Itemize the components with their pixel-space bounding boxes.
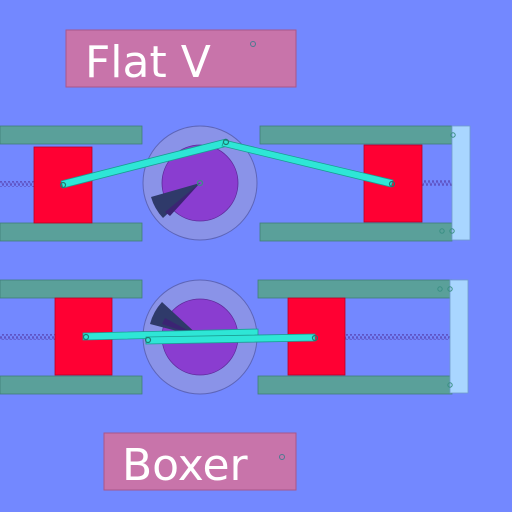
flat-v-end-pin-top	[450, 132, 456, 138]
flat-v-right-piston[interactable]	[363, 144, 423, 223]
boxer-right-upper-wall[interactable]	[257, 279, 453, 299]
flat-v-engine[interactable]	[0, 125, 471, 242]
flat-v-right-wrist-pin	[388, 180, 396, 188]
boxer-left-upper-wall[interactable]	[0, 279, 143, 299]
flat-v-crank-pin	[222, 138, 230, 146]
flat-v-label-block[interactable]: Flat V	[65, 29, 297, 88]
flat-v-label: Flat V	[85, 37, 211, 88]
boxer-right-wrist-pin	[311, 334, 319, 342]
boxer-wall-pin	[437, 286, 443, 292]
flat-v-end-pin-bottom	[449, 228, 455, 234]
boxer-label: Boxer	[122, 440, 249, 491]
boxer-end-plate[interactable]	[449, 279, 469, 394]
flat-v-right-lower-wall[interactable]	[259, 222, 453, 242]
boxer-engine[interactable]	[0, 279, 469, 395]
boxer-right-lower-wall[interactable]	[257, 375, 453, 395]
boxer-counterweight	[150, 302, 200, 337]
flat-v-left-upper-wall[interactable]	[0, 125, 143, 145]
flat-v-right-spring	[421, 180, 461, 186]
boxer-label-block[interactable]: Boxer	[103, 432, 297, 491]
flat-v-left-spring	[0, 181, 36, 187]
flat-v-label-box[interactable]	[65, 29, 297, 88]
flat-v-left-wrist-pin	[59, 181, 67, 189]
boxer-label-box[interactable]	[103, 432, 297, 491]
boxer-left-lower-wall[interactable]	[0, 375, 143, 395]
boxer-left-spring	[0, 334, 56, 340]
boxer-crank-pin	[144, 336, 152, 344]
flat-v-right-rod[interactable]	[221, 139, 394, 188]
boxer-left-wrist-pin	[82, 333, 90, 341]
flat-v-counterweight	[151, 183, 200, 218]
flat-v-wall-pin	[439, 228, 445, 234]
boxer-label-pin	[279, 454, 285, 460]
flat-v-crank-web	[165, 183, 200, 216]
boxer-end-pin-bottom	[447, 382, 453, 388]
boxer-right-spring	[345, 334, 460, 340]
flat-v-right-upper-wall[interactable]	[259, 125, 453, 145]
flat-v-axle-pin	[196, 179, 204, 187]
flat-v-left-lower-wall[interactable]	[0, 222, 143, 242]
flat-v-label-pin	[250, 41, 256, 47]
boxer-end-pin-top	[447, 286, 453, 292]
flat-v-end-plate[interactable]	[451, 125, 471, 241]
